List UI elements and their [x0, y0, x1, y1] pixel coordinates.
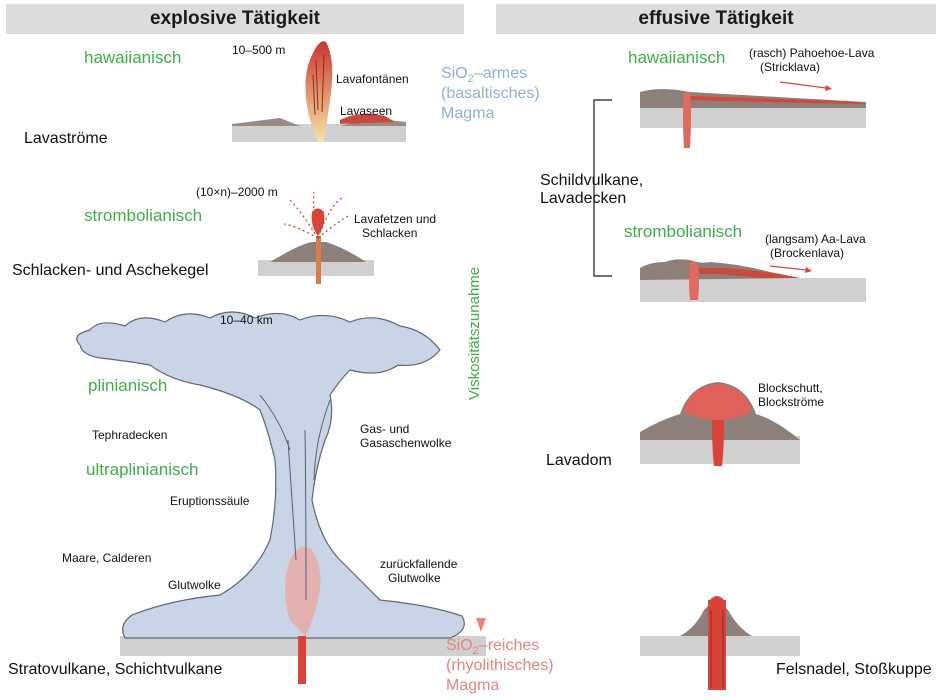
flow-arrow [769, 265, 807, 271]
label-magma-bottom: Magma [446, 677, 500, 694]
label-lavafetzen-2: Schlacken [362, 226, 418, 240]
label-lavadom: Lavadom [546, 452, 612, 469]
ground-block [640, 278, 866, 302]
label-tephradecken: Tephradecken [92, 428, 168, 442]
label-gas-1: Gas- und [360, 422, 410, 436]
conduit [298, 636, 306, 684]
height-strombolian: (10×n)–2000 m [196, 185, 278, 199]
label-glutwolke: Glutwolke [168, 578, 221, 592]
lava-spine [708, 600, 726, 690]
label-schild-1: Schildvulkane, [540, 172, 644, 189]
label-strombolian-explosive: strombolianisch [84, 206, 203, 225]
height-hawaiian: 10–500 m [232, 43, 286, 57]
strombolian-effusive-figure [640, 259, 866, 302]
viscosity-axis [476, 140, 486, 632]
label-zurueck-1: zurückfallende [380, 557, 458, 571]
ground-block [640, 106, 866, 128]
aa-flow [698, 267, 800, 278]
label-zurueck-2: Glutwolke [388, 571, 441, 585]
label-gas-2: Gasaschenwolke [360, 436, 452, 450]
eruption-cloud [76, 311, 465, 639]
label-hawaiian-effusive: hawaiianisch [628, 48, 726, 67]
conduit [712, 420, 724, 466]
label-hawaiian-explosive: hawaiianisch [84, 48, 182, 67]
label-pahoehoe-2: (Stricklava) [760, 60, 821, 74]
shield-bracket [593, 99, 612, 277]
label-block-1: Blockschutt, [758, 381, 823, 395]
pahoehoe-flow [688, 96, 864, 104]
label-maare: Maare, Calderen [62, 551, 152, 565]
label-schlacken-kegel: Schlacken- und Aschekegel [12, 262, 209, 279]
label-aa-2: (Brockenlava) [770, 246, 845, 260]
label-strombolian-effusive: strombolianisch [624, 222, 743, 241]
lava-fountain [305, 41, 333, 142]
label-aa-1: (langsam) Aa-Lava [765, 232, 866, 246]
label-basaltisch: (basaltisches) [441, 85, 540, 102]
conduit [683, 92, 691, 148]
label-viskositaet: Viskositätszunahme [466, 266, 483, 400]
label-magma-top: Magma [441, 105, 495, 122]
label-lavastroeme: Lavaströme [24, 130, 108, 147]
header-effusive: effusive Tätigkeit [496, 4, 936, 34]
felsnadel-figure [640, 596, 800, 690]
hot-core [285, 546, 321, 636]
label-sio2-reiches: SiO2–reiches [446, 637, 540, 658]
hawaiian-explosive-figure [232, 41, 406, 142]
hawaiian-effusive-figure [640, 81, 866, 148]
label-schild-2: Lavadecken [540, 190, 627, 207]
label-ultraplinian: ultraplinianisch [86, 460, 199, 479]
axis-arrowhead [476, 618, 486, 632]
label-block-2: Blockströme [758, 395, 825, 409]
lava-lake [340, 113, 395, 124]
strombolian-explosive-figure [258, 191, 374, 284]
label-strato: Stratovulkane, Schichtvulkane [8, 661, 223, 678]
plinian-explosive-figure [76, 311, 486, 684]
label-felsnadel: Felsnadel, Stoßkuppe [776, 661, 932, 678]
label-pahoehoe-1: (rasch) Pahoehoe-Lava [749, 46, 875, 60]
label-plinian: plinianisch [88, 376, 168, 395]
conduit [689, 262, 699, 300]
label-eruptionssaeule: Eruptionssäule [170, 494, 250, 508]
label-rhyolithisch: (rhyolithisches) [446, 657, 554, 674]
label-lavafetzen-1: Lavafetzen und [354, 212, 437, 226]
label-lavaseen: Lavaseen [340, 104, 393, 118]
lava-dome [684, 384, 752, 420]
header-explosive: explosive Tätigkeit [6, 4, 464, 34]
label-sio2-armes: SiO2–armes [441, 65, 528, 86]
label-lavafontaenen: Lavafontänen [336, 72, 409, 86]
lavadom-figure [640, 382, 800, 466]
conduit [316, 236, 321, 284]
flow-arrow [779, 81, 827, 89]
height-plinian: 10–40 km [220, 313, 273, 327]
